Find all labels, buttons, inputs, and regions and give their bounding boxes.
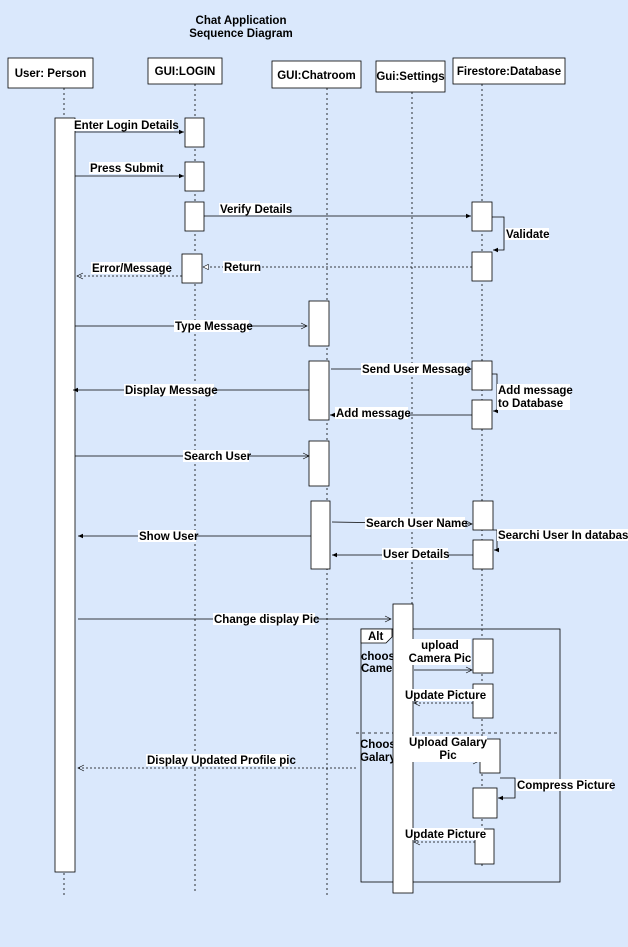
activation-database-5 (472, 500, 494, 531)
participant-login-box (147, 57, 223, 85)
participant-user-label: User: Person (15, 68, 87, 80)
activation-database-10 (472, 787, 498, 819)
label-search-user-name: Search User Name (366, 518, 468, 530)
label-verify-details: Verify Details (220, 204, 292, 216)
label-compress-picture: Compress Picture (517, 780, 615, 792)
message-labels: Enter Login Details Press Submit Verify … (73, 119, 628, 841)
label-add-message: Add message (336, 408, 411, 420)
arrow-search-user-in-db (493, 529, 500, 553)
diagram-title-line-2: Sequence Diagram (189, 28, 293, 40)
alt-fragment-label: Alt (368, 631, 384, 643)
activations (54, 117, 501, 894)
alt-guard-1-line-1: choose (361, 651, 401, 663)
activation-database-3 (471, 360, 493, 391)
label-error-message: Error/Message (92, 263, 172, 275)
alt-guard-2-line-2: Galary (360, 752, 396, 764)
diagram-title-line-1: Chat Application (196, 15, 287, 27)
participant-settings-box (375, 60, 446, 93)
participant-user-box (7, 57, 94, 89)
activation-login-1 (184, 117, 205, 148)
message-lines (73, 129, 516, 842)
label-change-display-pic: Change display Pic (214, 614, 320, 626)
label-display-updated-profile-pic: Display Updated Profile pic (147, 755, 296, 767)
activation-database-1 (471, 201, 493, 232)
label-upload-galary-pic-line-2: Pic (439, 750, 457, 762)
label-display-message: Display Message (125, 385, 218, 397)
label-search-user-in-db: Searchi User In database (498, 530, 628, 542)
arrow-add-message-to-db (492, 373, 499, 414)
label-user-details: User Details (383, 549, 449, 561)
participant-login-label: GUI:LOGIN (155, 66, 216, 78)
activation-chatroom-4 (310, 500, 331, 570)
label-show-user: Show User (139, 531, 199, 543)
arrow-validate (492, 216, 505, 253)
arrow-compress-picture (498, 777, 516, 801)
label-add-message-to-db-line-1: Add message (498, 385, 573, 397)
label-upload-camera-pic-line-2: Camera Pic (409, 653, 472, 665)
activation-chatroom-3 (308, 440, 330, 487)
label-upload-galary-pic-line-1: Upload Galary (409, 737, 488, 749)
alt-guard-2-line-1: Choose (360, 739, 402, 751)
activation-login-3 (184, 201, 205, 232)
participant-database-label: Firestore:Database (457, 66, 561, 78)
participant-chatroom-label: GUI:Chatroom (277, 70, 356, 82)
activation-user (54, 117, 76, 873)
label-add-message-to-db-line-2: to Database (498, 398, 563, 410)
activation-chatroom-2 (308, 360, 330, 421)
activation-chatroom-1 (308, 300, 330, 347)
activation-login-4 (181, 253, 203, 284)
label-update-picture-2: Update Picture (405, 829, 486, 841)
alt-fragment-tab (360, 628, 393, 644)
participant-chatroom-box (271, 60, 362, 89)
label-update-picture-1: Update Picture (405, 690, 486, 702)
activation-database-6 (472, 539, 494, 570)
label-return: Return (224, 262, 261, 274)
activation-database-2 (471, 251, 493, 282)
activation-database-7 (472, 638, 494, 674)
label-send-user-message: Send User Message (362, 364, 471, 376)
label-enter-login: Enter Login Details (74, 120, 179, 132)
activation-login-2 (184, 161, 205, 192)
activation-database-4 (471, 399, 493, 430)
participant-database-box (452, 57, 566, 85)
participant-settings-label: Gui:Settings (376, 71, 444, 83)
participants: User: Person GUI:LOGIN GUI:Chatroom Gui:… (7, 57, 566, 93)
label-press-submit: Press Submit (90, 163, 164, 175)
label-validate: Validate (506, 229, 549, 241)
label-upload-camera-pic-line-1: upload (421, 640, 459, 652)
label-type-message: Type Message (175, 321, 253, 333)
alt-fragment-frame (360, 628, 561, 883)
label-search-user: Search User (184, 451, 252, 463)
